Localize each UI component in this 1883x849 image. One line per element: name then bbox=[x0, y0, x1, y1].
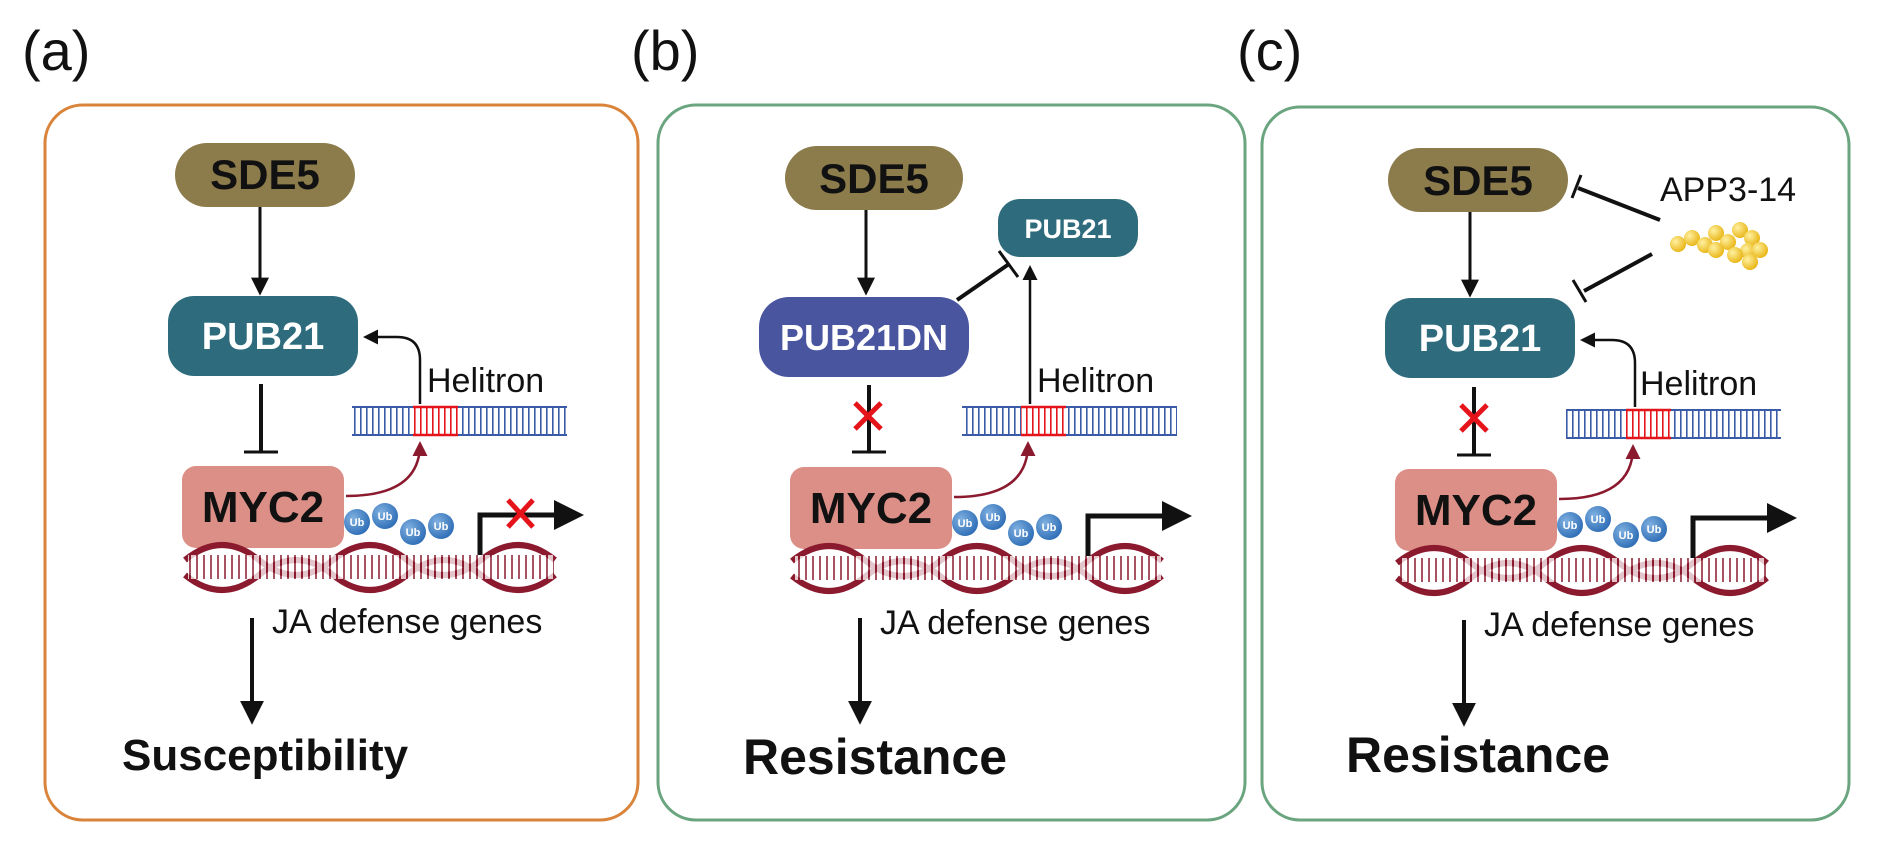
sde5-node: SDE5 bbox=[785, 146, 963, 210]
ub-label: Ub bbox=[1619, 530, 1634, 542]
ub-bead bbox=[1613, 522, 1639, 548]
inhibit-pub21-to-myc2 bbox=[244, 384, 278, 454]
outcome-label: Susceptibility bbox=[122, 731, 409, 780]
pub21dn-label: PUB21DN bbox=[780, 317, 948, 358]
outcome-label: Resistance bbox=[743, 729, 1007, 785]
panel-label-b: (b) bbox=[631, 19, 699, 82]
myc2-label: MYC2 bbox=[202, 483, 324, 532]
ub-bead bbox=[372, 503, 398, 529]
ub-label: Ub bbox=[1042, 522, 1057, 534]
ub-label: Ub bbox=[378, 511, 393, 523]
panel-label-a: (a) bbox=[22, 19, 90, 82]
ub-label: Ub bbox=[1647, 524, 1662, 536]
ub-label: Ub bbox=[350, 517, 365, 529]
ub-bead bbox=[1585, 506, 1611, 532]
helitron-dna bbox=[1566, 408, 1781, 440]
sde5-label: SDE5 bbox=[210, 151, 320, 198]
arrow-myc2-to-helitron bbox=[345, 441, 428, 498]
myc2-node: MYC2 bbox=[790, 467, 952, 549]
inhibit-pub21dn-to-pub21 bbox=[955, 250, 1020, 302]
pub21-node: PUB21 bbox=[168, 296, 358, 376]
app-label: APP3-14 bbox=[1660, 171, 1796, 209]
block-cross-icon bbox=[1459, 403, 1489, 433]
pub21-label: PUB21 bbox=[1419, 318, 1542, 360]
app-peptide-icon bbox=[1670, 222, 1768, 270]
myc2-node: MYC2 bbox=[182, 466, 344, 548]
ub-bead bbox=[344, 509, 370, 535]
dna-helix bbox=[1395, 545, 1769, 596]
ub-bead bbox=[400, 519, 426, 545]
block-cross-icon bbox=[506, 498, 535, 529]
pub21-top-label: PUB21 bbox=[1024, 214, 1111, 244]
ubiquitin-chain: Ub Ub Ub Ub bbox=[1557, 506, 1667, 548]
block-cross-icon bbox=[853, 401, 883, 431]
ub-label: Ub bbox=[986, 512, 1001, 524]
ub-bead bbox=[980, 504, 1006, 530]
pub21dn-node: PUB21DN bbox=[759, 297, 969, 377]
helitron-dna bbox=[352, 405, 567, 437]
ub-bead bbox=[952, 510, 978, 536]
myc2-node: MYC2 bbox=[1395, 469, 1557, 551]
transcription-arrow bbox=[477, 500, 584, 555]
panel-frame-b bbox=[656, 103, 1247, 822]
outcome-label: Resistance bbox=[1346, 727, 1610, 783]
pub21-label: PUB21 bbox=[202, 316, 325, 358]
dna-helix bbox=[183, 542, 557, 593]
sde5-node: SDE5 bbox=[175, 143, 355, 207]
ubiquitin-chain: Ub Ub Ub Ub bbox=[952, 504, 1062, 546]
ja-genes-label: JA defense genes bbox=[1484, 606, 1754, 644]
transcription-arrow bbox=[1690, 503, 1797, 558]
ub-bead bbox=[428, 513, 454, 539]
ub-label: Ub bbox=[406, 527, 421, 539]
arrow-myc2-to-helitron bbox=[953, 441, 1036, 499]
ja-genes-label: JA defense genes bbox=[272, 603, 542, 641]
pub21-top-node: PUB21 bbox=[998, 199, 1138, 257]
sde5-node: SDE5 bbox=[1388, 148, 1568, 212]
panel-c: (c) SDE5 APP3-14 bbox=[1237, 19, 1851, 822]
inhibit-app-to-pub21 bbox=[1571, 252, 1653, 303]
panel-b: (b) SDE5 PUB21 PUB21DN bbox=[631, 19, 1247, 822]
panel-a: (a) SDE5 PUB21 Helitron MY bbox=[22, 19, 640, 822]
myc2-label: MYC2 bbox=[810, 484, 932, 533]
panel-frame-c bbox=[1260, 105, 1851, 822]
helitron-label: Helitron bbox=[1640, 365, 1757, 403]
sde5-label: SDE5 bbox=[1423, 157, 1533, 204]
arrow-helitron-to-pub21 bbox=[1580, 332, 1637, 407]
helitron-label: Helitron bbox=[1037, 362, 1154, 400]
ub-bead bbox=[1557, 512, 1583, 538]
myc2-label: MYC2 bbox=[1415, 486, 1537, 535]
ub-bead bbox=[1641, 516, 1667, 542]
arrow-myc2-to-helitron bbox=[1558, 444, 1641, 501]
ub-label: Ub bbox=[958, 518, 973, 530]
dna-helix bbox=[790, 543, 1164, 594]
sde5-label: SDE5 bbox=[819, 155, 929, 202]
transcription-arrow bbox=[1085, 501, 1192, 556]
arrow-helitron-to-pub21 bbox=[363, 329, 422, 404]
ub-label: Ub bbox=[1563, 520, 1578, 532]
ub-label: Ub bbox=[434, 521, 449, 533]
inhibit-app-to-sde5 bbox=[1570, 174, 1661, 222]
helitron-dna bbox=[962, 405, 1177, 437]
ub-bead bbox=[1008, 520, 1034, 546]
panel-frame-a bbox=[43, 103, 640, 822]
ub-label: Ub bbox=[1591, 514, 1606, 526]
ubiquitin-chain: Ub Ub Ub Ub bbox=[344, 503, 454, 545]
ja-genes-label: JA defense genes bbox=[880, 604, 1150, 642]
ub-bead bbox=[1036, 514, 1062, 540]
ub-label: Ub bbox=[1014, 528, 1029, 540]
helitron-label: Helitron bbox=[427, 362, 544, 400]
pub21-node: PUB21 bbox=[1385, 298, 1575, 378]
panel-label-c: (c) bbox=[1237, 19, 1302, 82]
